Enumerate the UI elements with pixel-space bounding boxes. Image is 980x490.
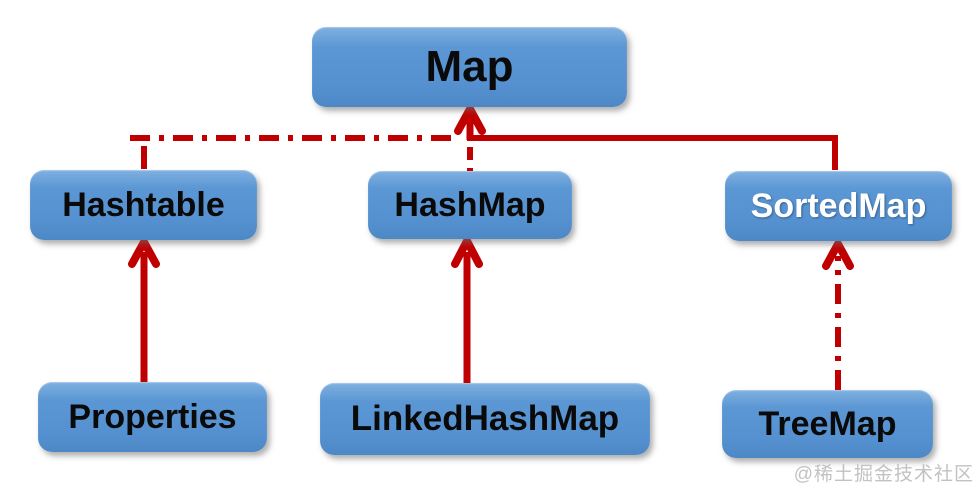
node-hashtable: Hashtable	[30, 170, 257, 240]
node-linkedhashmap: LinkedHashMap	[320, 383, 650, 455]
node-treemap: TreeMap	[722, 390, 933, 458]
edge-treemap-sortedmap-arrowhead	[822, 240, 854, 270]
node-properties-label: Properties	[68, 397, 237, 436]
node-sortedmap: SortedMap	[725, 171, 952, 241]
node-hashmap-label: HashMap	[394, 185, 546, 224]
edge-to-map-arrowhead	[454, 105, 486, 135]
node-sortedmap-label: SortedMap	[750, 186, 927, 225]
node-hashtable-label: Hashtable	[62, 185, 225, 224]
edge-linkedhashmap-hashmap-arrowhead	[451, 237, 483, 268]
edge-properties-hashtable-arrowhead	[128, 238, 160, 268]
node-linkedhashmap-label: LinkedHashMap	[350, 399, 620, 438]
watermark: @稀土掘金技术社区	[793, 464, 974, 485]
edge-sortedmap-map	[467, 135, 838, 170]
node-map-label: Map	[425, 42, 514, 91]
node-map: Map	[312, 27, 627, 107]
node-hashmap: HashMap	[368, 171, 572, 239]
node-treemap-label: TreeMap	[758, 404, 897, 443]
node-properties: Properties	[38, 382, 267, 452]
